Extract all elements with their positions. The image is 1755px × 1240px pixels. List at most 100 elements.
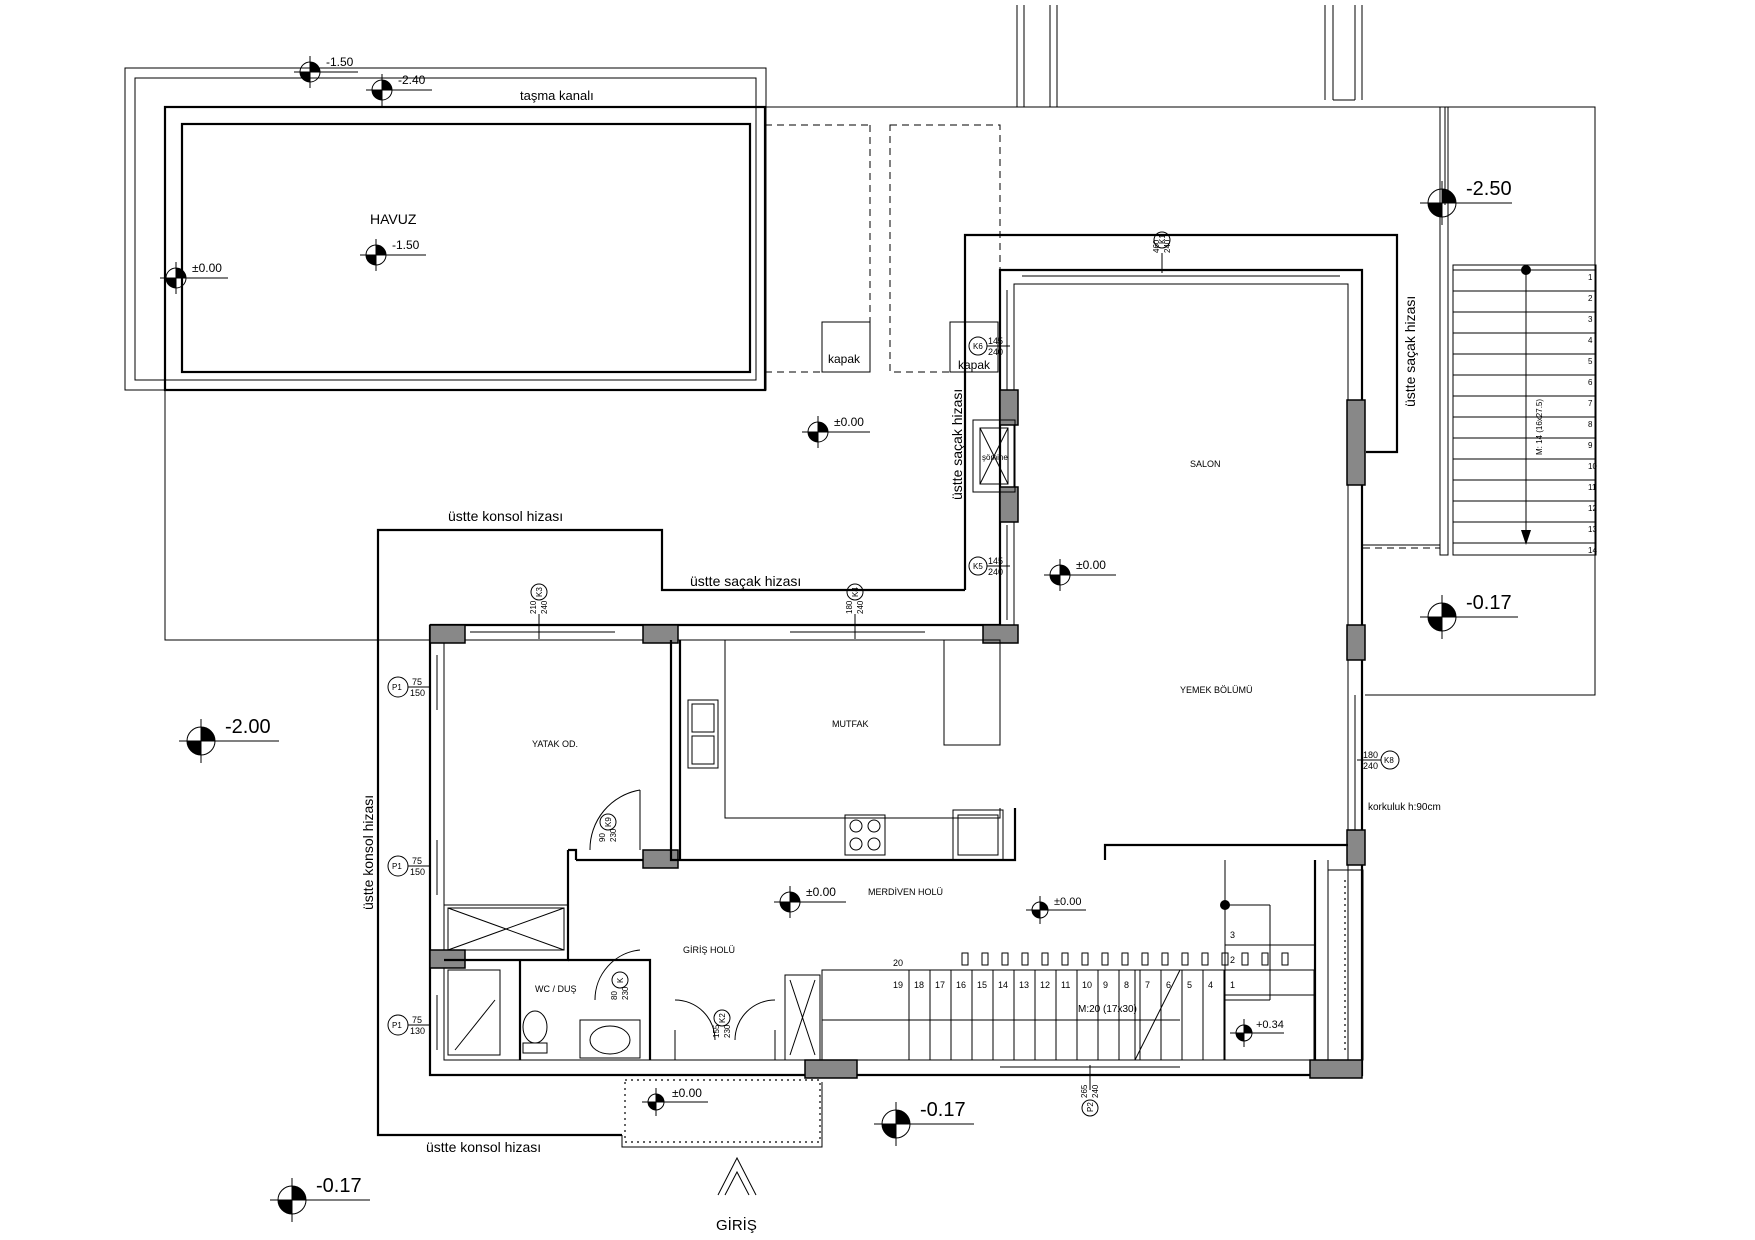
room-stair-hall: MERDİVEN HOLÜ [868,887,943,897]
svg-text:-1.50: -1.50 [326,55,354,69]
svg-text:180: 180 [1363,750,1378,760]
svg-text:460: 460 [1152,239,1161,253]
stair-step-number: 2 [1588,294,1593,303]
upper-stair-label: M: 14 (16x27.5) [1535,399,1544,455]
wc-fixtures [447,969,641,1059]
stair-step-number: 17 [935,980,945,990]
eave-lines: üstte saçak hizası üstte saçak hizası üs… [360,233,1418,1155]
stair-step-number: 11 [1588,483,1597,492]
svg-text:-0.17: -0.17 [1466,592,1512,614]
svg-text:+0.34: +0.34 [1256,1019,1284,1031]
baluster [1281,952,1289,966]
svg-text:-2.50: -2.50 [1466,178,1512,200]
svg-text:±0.00: ±0.00 [806,885,836,899]
entrance-label: GİRİŞ [716,1216,757,1234]
level-marker: -0.17 [874,1099,974,1146]
stair-step-number: 10 [1588,462,1597,471]
room-labels: SALON YEMEK BÖLÜMÜ MUTFAK YATAK OD. MERD… [532,459,1253,994]
svg-text:90: 90 [598,833,607,842]
stair-step-number: 12 [1588,504,1597,513]
svg-text:240: 240 [1363,761,1378,771]
svg-text:75: 75 [412,856,422,866]
side-planter: korkuluk h:90cm [1327,544,1441,1061]
level-marker: ±0.00 [160,261,228,294]
console-above-bottom: üstte konsol hizası [426,1139,541,1155]
svg-text:K6: K6 [973,342,983,351]
level-marker: -1.50 [294,55,358,88]
opening-tags: K1 460 240 K6 145 240 K5 145 240 K3 210 … [387,231,1400,1117]
entrance-arrow [717,1156,757,1196]
eave-above-mid: üstte saçak hizası [690,573,801,589]
stair-step-number: 2 [1230,955,1235,965]
svg-text:75: 75 [412,1015,422,1025]
level-marker: -0.17 [1420,592,1518,639]
stair-step-number: 15 [977,980,987,990]
stair-step-number: 13 [1588,525,1597,534]
svg-text:240: 240 [1163,239,1172,253]
level-marker: -0.17 [270,1175,370,1222]
baluster [1001,952,1009,966]
svg-text:145: 145 [988,556,1003,566]
opening-tag-k5: K5 145 240 [968,556,1010,577]
svg-text:±0.00: ±0.00 [672,1086,702,1100]
stair-step-number: 8 [1124,980,1129,990]
svg-text:-1.50: -1.50 [392,238,420,252]
svg-text:240: 240 [1091,1084,1100,1098]
kitchen-counters [687,639,1004,861]
stair-step-number: 1 [1588,273,1593,282]
stair-step-number: 9 [1588,441,1593,450]
stair-step-number: 5 [1187,980,1192,990]
level-marker: ±0.00 [642,1086,708,1116]
opening-tag-wc: K 80 230 [610,971,630,1000]
svg-text:±0.00: ±0.00 [834,415,864,429]
room-salon: SALON [1190,459,1221,469]
level-markers: -1.50 -2.40 -1.50 ±0.00 ±0.00 ±0.00 [160,55,1518,1222]
level-marker: ±0.00 [1044,558,1116,591]
opening-tag-p1c: P1 75 130 [387,1014,430,1036]
terrace-outline: kapak kapak [164,106,1596,696]
opening-tag-p1a: P1 75 150 [387,676,430,698]
console-above-left: üstte konsol hizası [360,795,376,910]
opening-tag-k9: K9 90 230 [598,813,618,842]
console-above-top: üstte konsol hizası [448,508,563,524]
baluster [1201,952,1209,966]
baluster [1141,952,1149,966]
stair-step-number: 14 [1588,546,1597,555]
svg-text:240: 240 [540,600,549,614]
level-marker: ±0.00 [802,415,870,448]
stair-step-number: 6 [1588,378,1593,387]
pergola-posts [1016,5,1363,107]
svg-text:±0.00: ±0.00 [192,261,222,275]
stair-step-number: 3 [1588,315,1593,324]
stair-step-number: 9 [1103,980,1108,990]
room-bedroom: YATAK OD. [532,739,578,749]
svg-text:210: 210 [529,600,538,614]
svg-text:130: 130 [410,1026,425,1036]
fireplace-label: şömine [982,453,1008,462]
pool: HAVUZ taşma kanalı [124,67,767,392]
svg-text:240: 240 [856,600,865,614]
baluster [1241,952,1249,966]
stair-step-number: 7 [1145,980,1150,990]
baluster [981,952,989,966]
baluster [1101,952,1109,966]
opening-tag-k3: K3 210 240 [529,583,549,639]
railing-label: korkuluk h:90cm [1368,802,1441,813]
stair-step-number: 8 [1588,420,1593,429]
entry-porch: GİRİŞ [624,1079,821,1234]
baluster [1081,952,1089,966]
svg-text:K8: K8 [1384,756,1394,765]
hatch-label-1: kapak [828,352,861,366]
stair-balusters [961,952,1289,966]
level-marker: -2.40 [366,73,432,106]
stair-step-number: 3 [1230,930,1235,940]
svg-text:P1: P1 [392,862,402,871]
baluster [1021,952,1029,966]
baluster [1121,952,1129,966]
svg-text:150: 150 [410,867,425,877]
svg-text:K1: K1 [1158,234,1167,244]
level-marker: -1.50 [360,238,426,271]
main-stair: M:20 (17x30) [821,860,1315,1061]
